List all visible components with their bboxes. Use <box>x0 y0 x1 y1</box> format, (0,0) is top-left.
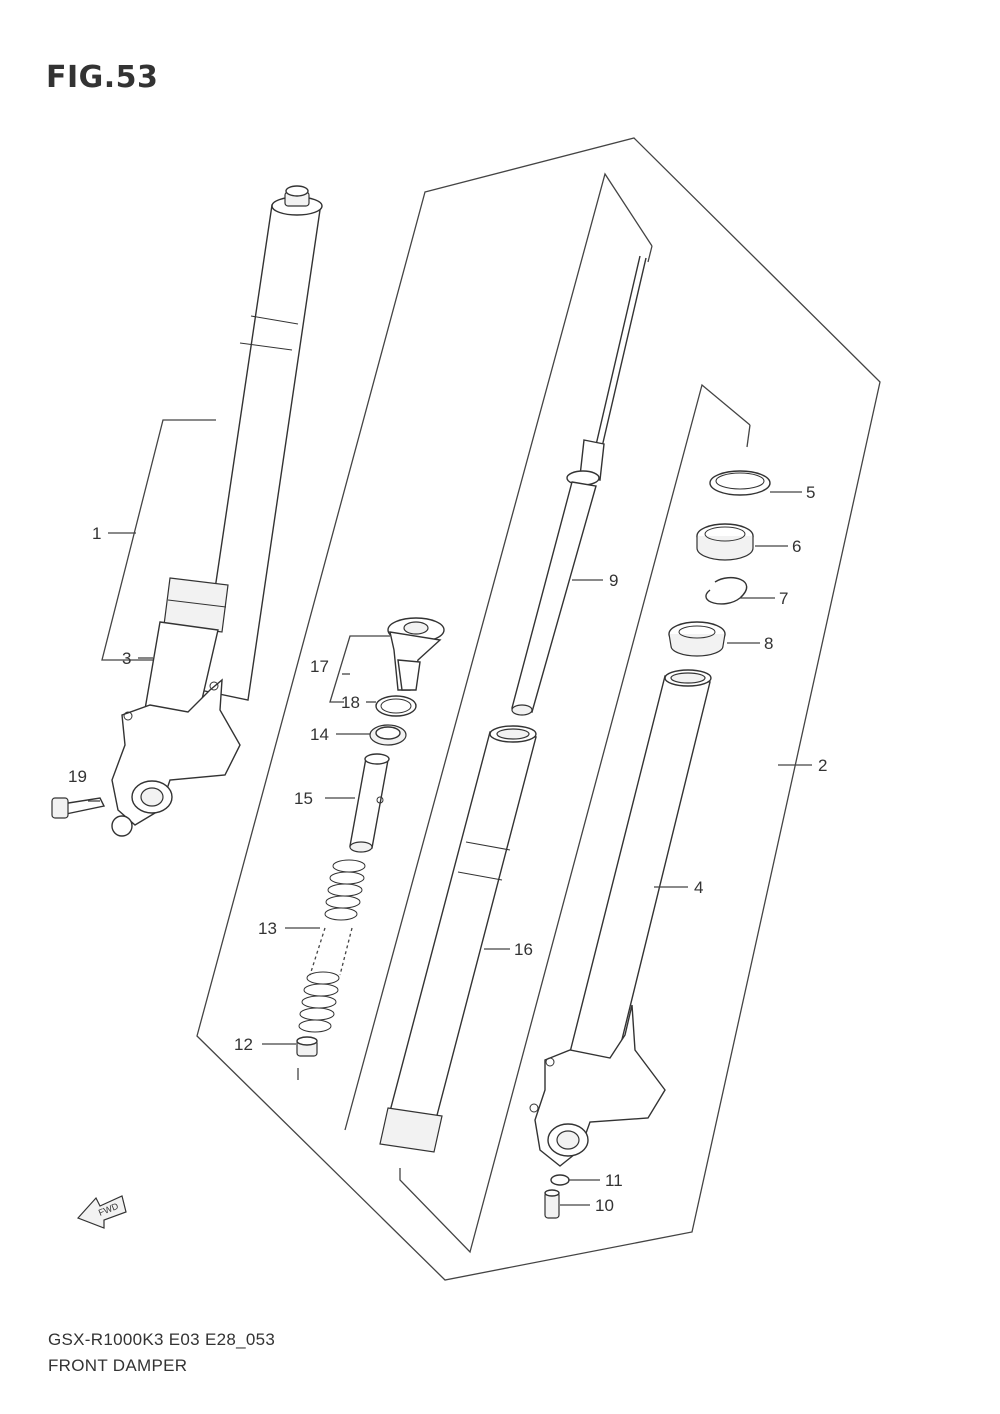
dust-seal-8 <box>668 621 726 657</box>
callout-7: 7 <box>779 589 788 608</box>
callout-1: 1 <box>92 524 101 543</box>
inner-outline-damper <box>344 172 653 1131</box>
inner-tube-16 <box>379 725 537 1153</box>
callout-3: 3 <box>122 649 131 668</box>
callout-4: 4 <box>694 878 703 897</box>
bushing-6 <box>696 523 754 561</box>
callout-6: 6 <box>792 537 801 556</box>
damper-rod-9 <box>511 255 647 716</box>
spring-13 <box>298 859 366 1033</box>
callout-10: 10 <box>595 1196 614 1215</box>
left-bracket-1 <box>101 419 216 661</box>
bolt-10 <box>544 1189 560 1219</box>
fork-assembly-left <box>51 185 323 837</box>
callout-11: 11 <box>605 1171 623 1190</box>
diagram-subtitle: FRONT DAMPER <box>48 1356 188 1375</box>
callout-18: 18 <box>341 693 360 712</box>
callout-12: 12 <box>234 1035 253 1054</box>
fwd-arrow-badge: FWD <box>76 1195 127 1229</box>
model-code: GSX-R1000K3 E03 E28_053 <box>48 1330 276 1349</box>
group-bracket-17 <box>329 635 390 703</box>
nut-12 <box>296 1036 318 1057</box>
outer-tube-4 <box>529 669 712 1167</box>
oil-seal-5 <box>709 470 771 496</box>
forward-arrow-icon <box>76 1195 127 1229</box>
callout-9: 9 <box>609 571 618 590</box>
callout-16: 16 <box>514 940 533 959</box>
callout-15: 15 <box>294 789 313 808</box>
callout-13: 13 <box>258 919 277 938</box>
figure-title: FIG.53 <box>46 60 159 95</box>
callout-2: 2 <box>818 756 827 775</box>
circlip-7 <box>705 577 748 605</box>
callout-17: 17 <box>310 657 329 676</box>
washer-11 <box>550 1174 570 1186</box>
damper-valve-assembly <box>387 617 445 691</box>
callout-5: 5 <box>806 483 815 502</box>
callout-labels: 1 2 3 4 5 6 7 8 9 10 11 12 13 14 15 16 1… <box>68 483 827 1215</box>
assembly-outline <box>196 137 881 1281</box>
spacer-15 <box>349 753 390 853</box>
callout-19: 19 <box>68 767 87 786</box>
callout-leaders <box>88 491 812 1206</box>
callout-8: 8 <box>764 634 773 653</box>
callout-14: 14 <box>310 725 329 744</box>
inner-outline-tube <box>399 383 751 1254</box>
